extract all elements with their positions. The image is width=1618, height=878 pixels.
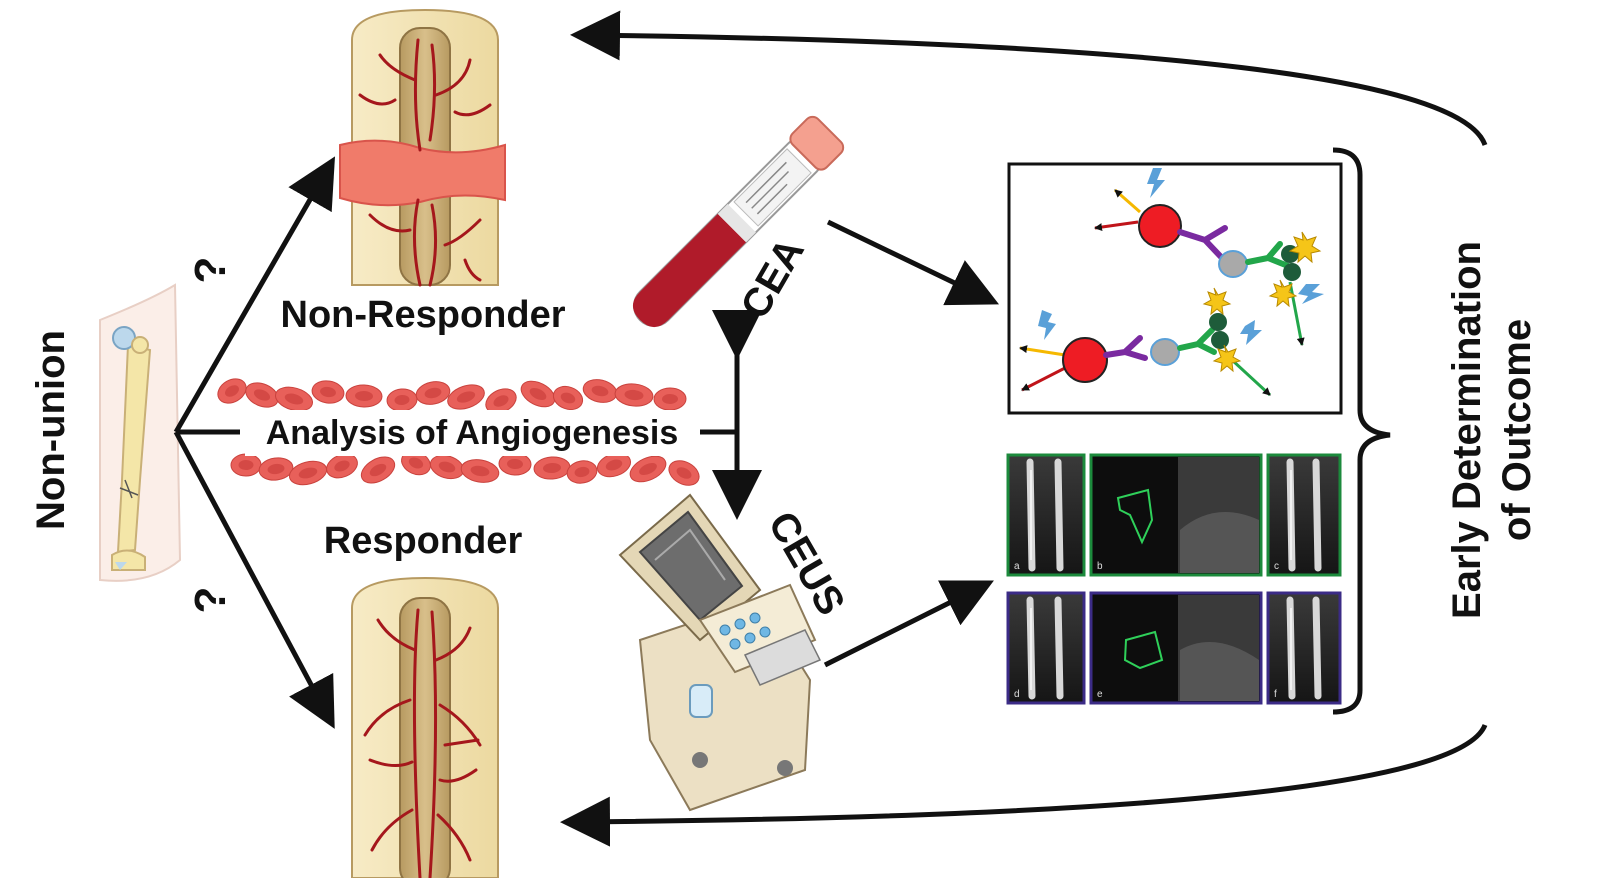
non-responder-bone (339, 8, 506, 287)
curly-brace (1332, 147, 1391, 715)
red-blood-cell (288, 460, 328, 486)
ceus-panel-letter-f: f (1274, 689, 1277, 700)
feedback-arrows (560, 10, 1488, 847)
red-blood-cell (217, 378, 247, 404)
branch-arrows (173, 156, 735, 729)
blood-tube-icon (632, 115, 845, 328)
red-blood-cell (614, 383, 654, 407)
red-blood-cell (566, 460, 598, 484)
ultrasound-machine-icon (618, 493, 822, 812)
cea-label: CEA (733, 231, 813, 326)
red-blood-cell (533, 456, 571, 480)
outcome-label-line1: Early Determination (1445, 241, 1489, 619)
ceus-imaging-panels: a b c d e f (1006, 453, 1342, 705)
red-blood-cell (460, 459, 500, 483)
red-blood-cell (360, 456, 396, 484)
red-blood-cells (217, 378, 700, 486)
red-blood-cell (582, 379, 618, 403)
ceus-panel-letter-b: b (1097, 561, 1103, 572)
question-mark-top: ? (186, 257, 235, 284)
red-blood-cell (653, 387, 687, 411)
red-blood-cell (401, 450, 431, 476)
red-blood-cell (429, 454, 465, 480)
red-blood-cell (311, 380, 345, 404)
red-blood-cell (520, 380, 556, 408)
red-blood-cell (245, 382, 279, 408)
ceus-panel-letter-e: e (1097, 689, 1103, 700)
red-blood-cell (386, 388, 418, 412)
non-responder-label: Non-Responder (281, 294, 566, 336)
red-blood-cell (415, 381, 451, 405)
red-blood-cell (485, 388, 517, 414)
leg-femur-illustration (99, 283, 182, 582)
analysis-angiogenesis-label: Analysis of Angiogenesis (266, 414, 679, 452)
red-blood-cell (447, 384, 485, 410)
red-blood-cell (552, 385, 584, 411)
red-blood-cell (258, 457, 294, 481)
ceus-panel-letter-c: c (1274, 561, 1279, 572)
ceus-panel-letter-a: a (1014, 561, 1020, 572)
red-blood-cell (345, 384, 383, 408)
non-union-label: Non-union (29, 330, 73, 530)
responder-bone (351, 576, 499, 878)
ceus-panel-letter-d: d (1014, 689, 1020, 700)
red-blood-cell (629, 455, 667, 483)
red-blood-cell (668, 460, 700, 486)
arrows-to-panels (823, 219, 1000, 668)
responder-label: Responder (324, 520, 523, 562)
red-blood-cell (230, 453, 262, 477)
outcome-label-line2: of Outcome (1495, 319, 1539, 541)
question-mark-bottom: ? (186, 587, 235, 614)
cea-molecular-panel (1007, 162, 1343, 415)
red-blood-cell (274, 386, 314, 412)
